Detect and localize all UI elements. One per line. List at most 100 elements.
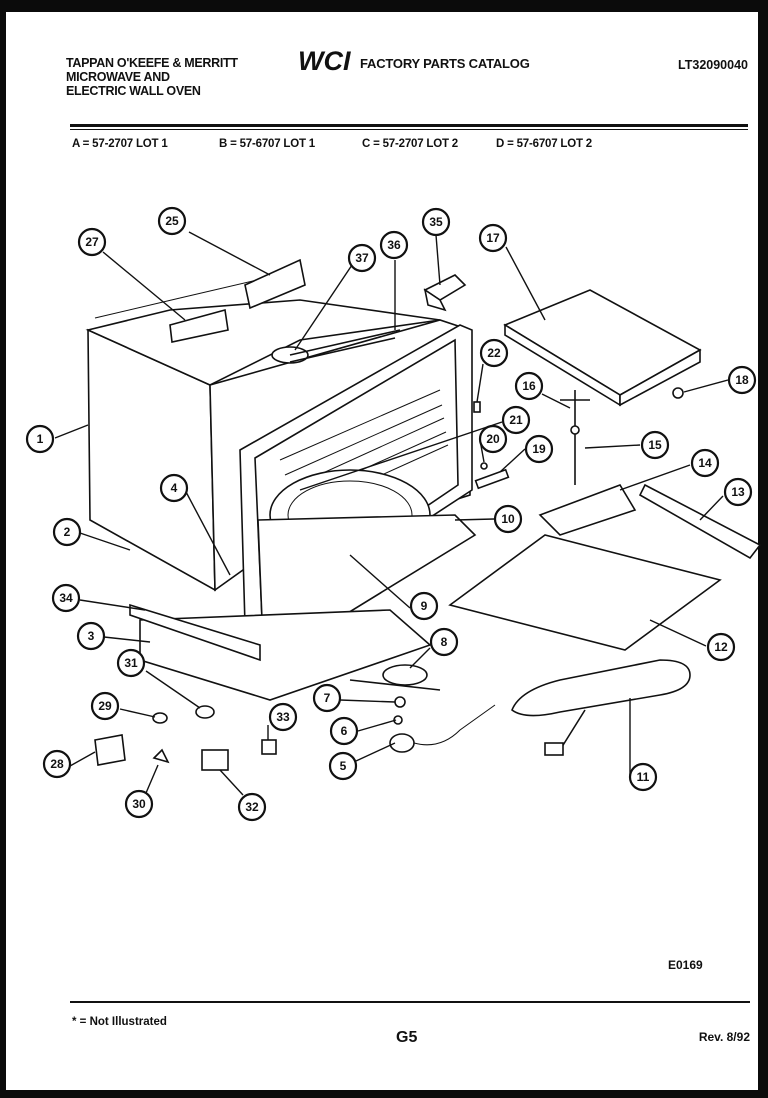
svg-text:20: 20 [486,432,500,446]
exploded-parts-diagram: 1 2 3 4 5 6 7 8 9 10 11 12 13 14 15 16 1… [25,206,762,822]
wci-logo-text: WCI [298,46,351,75]
stud-22 [473,401,481,413]
drawing-code: E0169 [668,958,703,972]
callout-6: 6 [329,716,359,746]
callout-29: 29 [90,691,120,721]
screw-30 [152,748,170,764]
svg-text:19: 19 [532,442,546,456]
svg-text:4: 4 [171,481,178,495]
spring-19 [474,468,510,490]
vent-assembly [169,258,401,364]
svg-text:10: 10 [501,512,515,526]
callout-16: 16 [514,371,544,401]
svg-text:6: 6 [341,724,348,738]
callout-1: 1 [25,424,55,454]
svg-text:37: 37 [355,251,369,265]
callout-32: 32 [237,792,267,822]
callout-4: 4 [159,473,189,503]
footer-rule [70,1001,750,1003]
svg-text:33: 33 [276,710,290,724]
catalog-number: LT32090040 [678,58,748,72]
screw-18 [672,387,684,399]
callout-12: 12 [706,632,736,662]
svg-text:7: 7 [324,691,331,705]
bracket-13 [638,483,762,560]
scan-border-left [0,0,6,1098]
svg-text:18: 18 [735,373,749,387]
callout-18: 18 [727,365,757,395]
svg-text:1: 1 [37,432,44,446]
model-b: B = 57-6707 LOT 1 [219,138,315,150]
callout-22: 22 [479,338,509,368]
model-d: D = 57-6707 LOT 2 [496,138,592,150]
svg-text:35: 35 [429,215,443,229]
callout-2: 2 [52,517,82,547]
scan-border-bottom [0,1090,768,1098]
callout-5: 5 [328,751,358,781]
callout-7: 7 [312,683,342,713]
callout-3: 3 [76,621,106,651]
company-line-3: ELECTRIC WALL OVEN [66,84,201,98]
svg-text:25: 25 [165,214,179,228]
control-panel-assembly [503,289,702,407]
svg-text:8: 8 [441,635,448,649]
fan-blade-8 [382,664,428,686]
callout-37: 37 [347,243,377,273]
header-rule [70,124,748,127]
svg-text:17: 17 [486,231,500,245]
callout-17: 17 [478,223,508,253]
leader-lines [54,231,729,801]
grommet-31 [195,705,215,719]
svg-text:5: 5 [340,759,347,773]
scan-border-right [758,0,768,1098]
callout-11: 11 [628,762,658,792]
not-illustrated-note: * = Not Illustrated [72,1016,167,1028]
nut-29 [152,712,168,724]
callout-25: 25 [157,206,187,236]
callout-33: 33 [268,702,298,732]
callout-15: 15 [640,430,670,460]
callout-9: 9 [409,591,439,621]
header-rule-thin [70,129,748,130]
model-c: C = 57-2707 LOT 2 [362,138,458,150]
callout-19: 19 [524,434,554,464]
motor-wire [413,704,496,746]
svg-text:28: 28 [50,757,64,771]
catalog-title: FACTORY PARTS CATALOG [360,56,530,71]
company-block: TAPPAN O'KEEFE & MERRITT MICROWAVE AND E… [66,56,296,98]
svg-text:36: 36 [387,238,401,252]
oven-floor-panel [257,514,477,631]
callout-31: 31 [116,648,146,678]
front-trim-strip [129,603,261,662]
svg-text:3: 3 [88,629,95,643]
revision-date: Rev. 8/92 [698,1030,750,1044]
svg-text:14: 14 [698,456,712,470]
svg-text:22: 22 [487,346,501,360]
callout-10: 10 [493,504,523,534]
page-number: G5 [396,1029,418,1046]
callout-27: 27 [77,227,107,257]
callout-8: 8 [429,627,459,657]
svg-text:27: 27 [85,235,99,249]
svg-text:13: 13 [731,485,745,499]
svg-text:15: 15 [648,438,662,452]
callout-21: 21 [501,405,531,435]
stirrer-assembly [538,390,637,536]
callout-14: 14 [690,448,720,478]
scan-border-top [0,0,768,12]
svg-text:21: 21 [509,413,523,427]
svg-text:16: 16 [522,379,536,393]
washer-7 [394,696,406,708]
svg-text:29: 29 [98,699,112,713]
company-line-2: MICROWAVE AND [66,70,170,84]
bracket-28 [94,734,126,766]
callout-28: 28 [42,749,72,779]
svg-text:32: 32 [245,800,259,814]
svg-text:31: 31 [124,656,138,670]
svg-text:11: 11 [637,770,650,784]
callout-20: 20 [478,424,508,454]
svg-text:9: 9 [421,599,428,613]
heating-panel-12 [448,534,722,651]
heating-element-11 [511,659,691,717]
bracket-35 [423,274,467,312]
